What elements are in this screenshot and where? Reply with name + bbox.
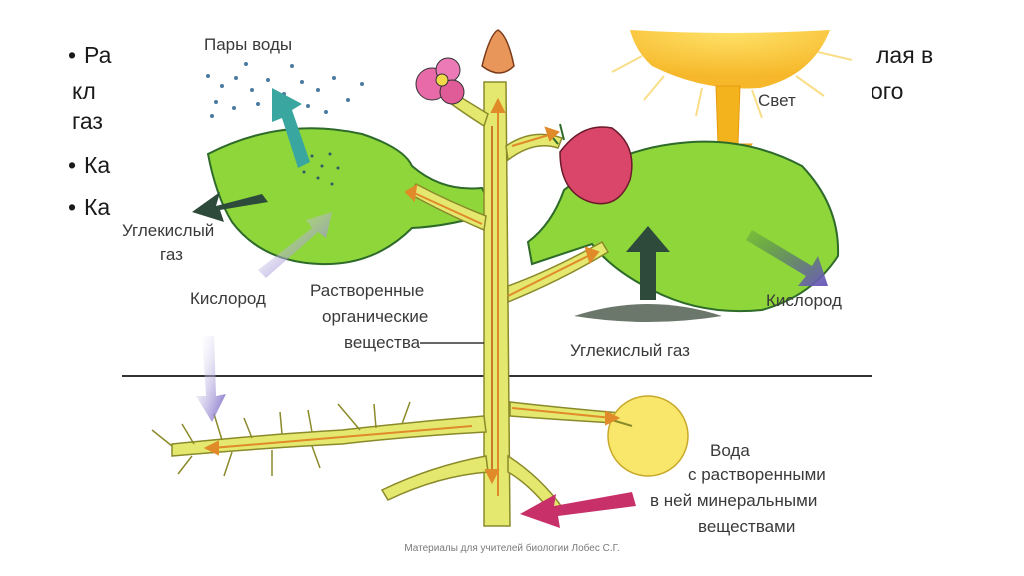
label-vapor: Пары воды: [204, 35, 292, 54]
footer-credit: Материалы для учителей биологии Лобес С.…: [404, 543, 620, 554]
bullet-marker: •: [68, 152, 77, 178]
label-oxygen-right: Кислород: [766, 291, 842, 310]
water-droplet-icon: [607, 395, 689, 477]
oxygen-arrow-right: [746, 230, 828, 286]
label-co2-left-1: Углекислый: [122, 221, 214, 240]
bud-icon: [481, 29, 515, 74]
label-water-4: веществами: [698, 517, 795, 536]
bullet-item-2: • Ка: [68, 150, 110, 180]
bullet-1-text-start: Ра: [84, 42, 112, 68]
oxygen-arrow-left: [196, 336, 226, 422]
label-light: Свет: [758, 91, 796, 110]
label-water-1: Вода: [710, 441, 750, 460]
bullet-1-line-2-start: кл: [72, 78, 96, 104]
branch-fruit: [505, 133, 563, 162]
sun-icon: [611, 30, 853, 119]
flower-icon: [415, 57, 465, 105]
water-in-arrow: [520, 492, 636, 528]
label-water-2: с растворенными: [688, 465, 826, 484]
bullet-1-line-3-start: газ: [72, 108, 103, 134]
label-co2-left-2: газ: [160, 245, 183, 264]
co2-in-arrow-right: [626, 226, 670, 300]
bullet-2-text: Ка: [84, 152, 111, 178]
plant-diagram-svg: Пары воды Свет Углекислый газ Кислород Р…: [112, 16, 872, 564]
leaf-left: [206, 127, 496, 266]
co2-cloud-right: [574, 304, 722, 322]
stem-arrows: [203, 97, 621, 496]
bullet-1-line-2-end: ого: [870, 78, 904, 104]
bullet-item-1: • Ра: [68, 40, 111, 70]
bullet-marker: •: [68, 194, 77, 220]
vapor-speckle: [302, 152, 340, 186]
water-connector: [611, 419, 633, 427]
bullet-marker: •: [68, 42, 77, 68]
bullet-1-text-end: лая в: [876, 42, 934, 68]
bullet-item-3: • Ка: [68, 192, 110, 222]
label-dissolved-1: Растворенные: [310, 281, 424, 300]
fruit-icon: [559, 126, 633, 205]
co2-out-arrow-left: [192, 192, 268, 222]
label-dissolved-3: вещества: [344, 333, 421, 352]
vapor-arrow: [272, 88, 310, 168]
plant-diagram: Пары воды Свет Углекислый газ Кислород Р…: [112, 16, 872, 564]
vapor-dots: [206, 62, 364, 118]
label-water-3: в ней минеральными: [650, 491, 817, 510]
label-dissolved-2: органические: [322, 307, 428, 326]
label-oxygen-left: Кислород: [190, 289, 266, 308]
roots: [151, 401, 633, 517]
bullet-3-text: Ка: [84, 194, 111, 220]
label-co2-right: Углекислый газ: [570, 341, 690, 360]
co2-in-arrow-left: [258, 212, 332, 278]
